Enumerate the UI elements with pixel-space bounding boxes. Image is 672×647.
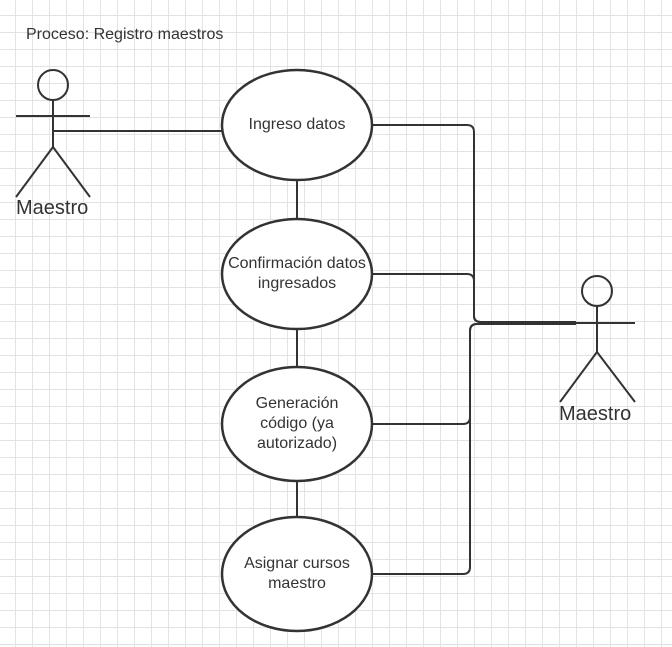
use-case-asignar-label: Asignar cursos maestro	[244, 555, 350, 592]
use-case-generacion-label: Generación código (ya autorizado)	[255, 395, 339, 452]
connector-asignar-right-actor	[373, 323, 576, 575]
left-actor-figure[interactable]	[15, 69, 91, 198]
connector-confirmacion-right-actor	[373, 273, 576, 323]
use-case-ingreso-datos-label: Ingreso datos	[248, 116, 346, 133]
connector-generacion-right-actor	[373, 323, 576, 425]
left-actor-label: Maestro	[16, 197, 89, 219]
use-case-generacion-shape[interactable]	[220, 365, 374, 483]
use-case-asignar-shape[interactable]	[220, 515, 374, 633]
use-case-confirmacion-shape[interactable]	[220, 217, 374, 331]
right-actor-figure[interactable]	[559, 275, 636, 403]
right-actor-label: Maestro	[559, 403, 632, 425]
diagram-title: Proceso: Registro maestros	[26, 26, 224, 43]
use-case-confirmacion-label: Confirmación datos ingresados	[228, 255, 366, 292]
use-case-ingreso-datos-shape[interactable]	[220, 68, 374, 182]
